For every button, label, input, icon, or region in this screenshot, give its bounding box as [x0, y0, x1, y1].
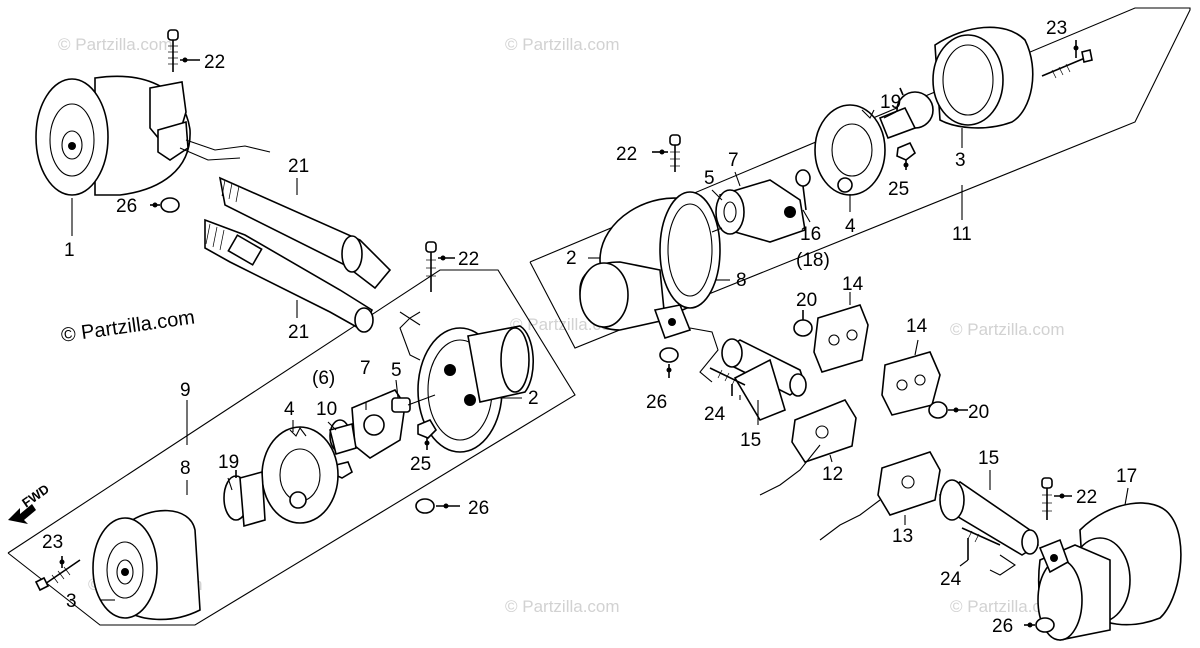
- callout-label: 13: [892, 526, 913, 547]
- callout-label: 26: [468, 498, 489, 519]
- callout-label: 26: [992, 616, 1013, 637]
- nut-26: [415, 498, 460, 514]
- callout-label: 10: [316, 399, 337, 420]
- callout-label: 24: [704, 404, 726, 425]
- bolt-24-lower: [961, 527, 1001, 560]
- winker-stay-21-lower: [204, 218, 374, 333]
- callout-label: 20: [796, 290, 817, 311]
- screw-22: [652, 134, 681, 172]
- stay-15-upper: [721, 338, 807, 421]
- callout-label: 2: [566, 248, 577, 269]
- socket-assembly-7-right: [711, 179, 806, 243]
- fwd-label: FWD: [19, 481, 52, 510]
- bulb-19: [223, 470, 266, 528]
- callout-label: 21: [288, 322, 309, 343]
- screw-22: [167, 29, 200, 72]
- callout-label: 4: [845, 216, 856, 237]
- winker-lens-3-right: [932, 26, 1034, 129]
- callout-label: 8: [180, 458, 191, 479]
- callout-label: 3: [955, 150, 966, 171]
- winker-unit-17: [1037, 502, 1182, 641]
- stay-15-lower: [938, 479, 1040, 576]
- callout-label: 19: [880, 92, 901, 113]
- screw-23: [1041, 40, 1093, 79]
- plate-13: [819, 451, 941, 541]
- reflector-4: [261, 426, 339, 524]
- screw-16: [795, 169, 811, 211]
- screw-22: [425, 241, 455, 292]
- callout-label: 17: [1116, 466, 1137, 487]
- reflector-4-right: [814, 104, 886, 196]
- callout-label: 15: [740, 430, 761, 451]
- watermark: © Partzilla.com: [950, 597, 1065, 616]
- callout-label: 22: [1076, 487, 1097, 508]
- clamp-14-upper: [813, 304, 869, 373]
- callout-label: 21: [288, 156, 309, 177]
- callout-label: 25: [888, 179, 909, 200]
- rubber-20: [793, 310, 813, 337]
- screw-22: [1041, 477, 1072, 520]
- callout-label: 25: [410, 454, 431, 475]
- callout-label: 19: [218, 452, 239, 473]
- callout-label: 24: [940, 569, 962, 590]
- callout-label: 5: [704, 168, 715, 189]
- bolt-24-upper: [709, 367, 746, 396]
- callout-label: 20: [968, 402, 989, 423]
- callout-label: 22: [204, 52, 225, 73]
- callout-label: 26: [116, 196, 137, 217]
- callout-label: 26: [646, 392, 667, 413]
- callout-label: 3: [66, 591, 77, 612]
- callout-label: 23: [1046, 18, 1067, 39]
- rubber-20: [928, 401, 968, 419]
- nut-26: [1024, 617, 1055, 633]
- housing-2: [399, 311, 535, 453]
- callout-label: 8: [736, 270, 747, 291]
- screw-25: [896, 141, 917, 170]
- watermark: © Partzilla.com: [505, 597, 620, 616]
- callout-label: 14: [906, 316, 928, 337]
- screw-23: [34, 556, 81, 592]
- callout-label: 4: [284, 399, 295, 420]
- winker-stay-21-upper: [218, 176, 392, 290]
- watermark: © Partzilla.com: [58, 35, 173, 54]
- callout-label: 5: [391, 360, 402, 381]
- callout-label: 11: [952, 224, 972, 245]
- callout-label: 22: [458, 249, 479, 270]
- screw-25: [417, 418, 438, 450]
- watermark: © Partzilla.com: [505, 35, 620, 54]
- callout-label: (6): [312, 368, 335, 389]
- callout-label: 7: [728, 150, 739, 171]
- callout-label: 15: [978, 448, 999, 469]
- winker-lens-3: [92, 509, 201, 621]
- nut-26: [150, 197, 180, 213]
- assembly-frame-left: [7, 269, 576, 626]
- fwd-arrow: FWD: [8, 481, 52, 524]
- callout-label: (18): [796, 250, 830, 271]
- callout-label: 22: [616, 144, 637, 165]
- plate-12: [759, 399, 857, 496]
- assembly-frame-right: [529, 7, 1191, 349]
- callout-label: 7: [360, 358, 371, 379]
- callout-label: 12: [822, 464, 843, 485]
- callout-label: 14: [842, 274, 864, 295]
- watermark-prominent: © Partzilla.com: [60, 306, 197, 347]
- winker-unit-1: [35, 75, 271, 196]
- socket-assembly-7: [351, 389, 436, 459]
- leader-lines: [71, 111, 1129, 601]
- watermark: © Partzilla.com: [950, 320, 1065, 339]
- housing-2-right: [579, 191, 721, 383]
- callout-label: 23: [42, 532, 63, 553]
- callout-label: 1: [64, 240, 75, 261]
- nut-26: [659, 347, 679, 378]
- callout-label: 16: [800, 224, 821, 245]
- callout-label: 9: [180, 380, 191, 401]
- callout-label: 2: [528, 388, 539, 409]
